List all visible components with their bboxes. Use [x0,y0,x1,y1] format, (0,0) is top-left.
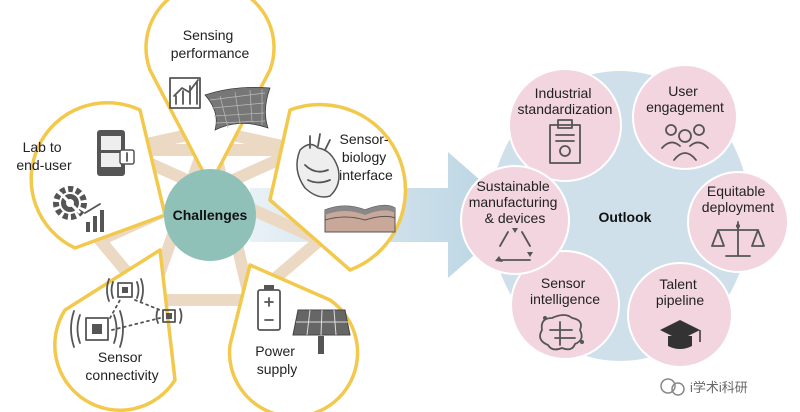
petal-lab-to-end-user: Lab to end-user [16,101,167,250]
petal-power-supply: Power supply [227,263,360,412]
challenges-center [164,169,256,261]
outlook-center-label: Outlook [599,209,652,225]
petal-label: Sensor- biology interface [339,131,393,183]
brain-circuit-icon [539,314,584,351]
challenges-center-label: Challenges [173,207,248,223]
scale-icon [711,221,765,257]
graduation-cap-icon [660,320,701,349]
outlook-node-engagement: User engagement [632,64,738,170]
recycle-icon [495,228,533,262]
solar-panel-icon [292,309,351,354]
petal-label: Lab to end-user [16,139,72,173]
smartwatch-icon [97,130,135,176]
petal-sensor-connectivity: Sensor connectivity [53,248,183,412]
heart-icon [296,133,340,198]
people-icon [661,124,709,161]
outlook-node-equitable: Equitable deployment [687,171,789,273]
watermark-text: i学术i科研 [690,380,748,395]
outlook-node-sustainable: Sustainable manufacturing & devices [460,165,570,275]
bar-chart-icon [169,77,201,109]
gear-wrench-icon [53,186,104,232]
wireless-sensors-icon [70,278,183,348]
petal-label: Sensing performance [171,27,250,61]
watermark: i学术i科研 [660,378,748,396]
petal-label: Sensor connectivity [85,349,158,383]
outlook-node-standardization: Industrial standardization [508,68,622,182]
certificate-icon [549,119,581,164]
svg-text:User engagement: User engagement [646,83,724,115]
petal-sensing-performance: Sensing performance [144,0,276,187]
battery-icon [257,285,281,331]
svg-text:Sustainable manufacturin: Sustainable manufacturing & devices [469,178,562,226]
svg-text:Industrial standardizati: Industrial standardization [518,85,613,117]
svg-text:Sensor intelligence: Sensor intelligence [530,275,600,307]
tissue-layers-icon [324,204,396,233]
petal-label: Power supply [255,343,299,377]
outlook-node-talent: Talent pipeline [627,262,733,368]
outlook-node-intelligence: Sensor intelligence [510,250,620,360]
svg-text:Equitable deployment: Equitable deployment [702,183,774,215]
petal-sensor-biology-interface: Sensor- biology interface [268,102,408,272]
mesh-surface-icon [204,86,271,131]
svg-text:Talent pipeline: Talent pipeline [656,276,704,308]
